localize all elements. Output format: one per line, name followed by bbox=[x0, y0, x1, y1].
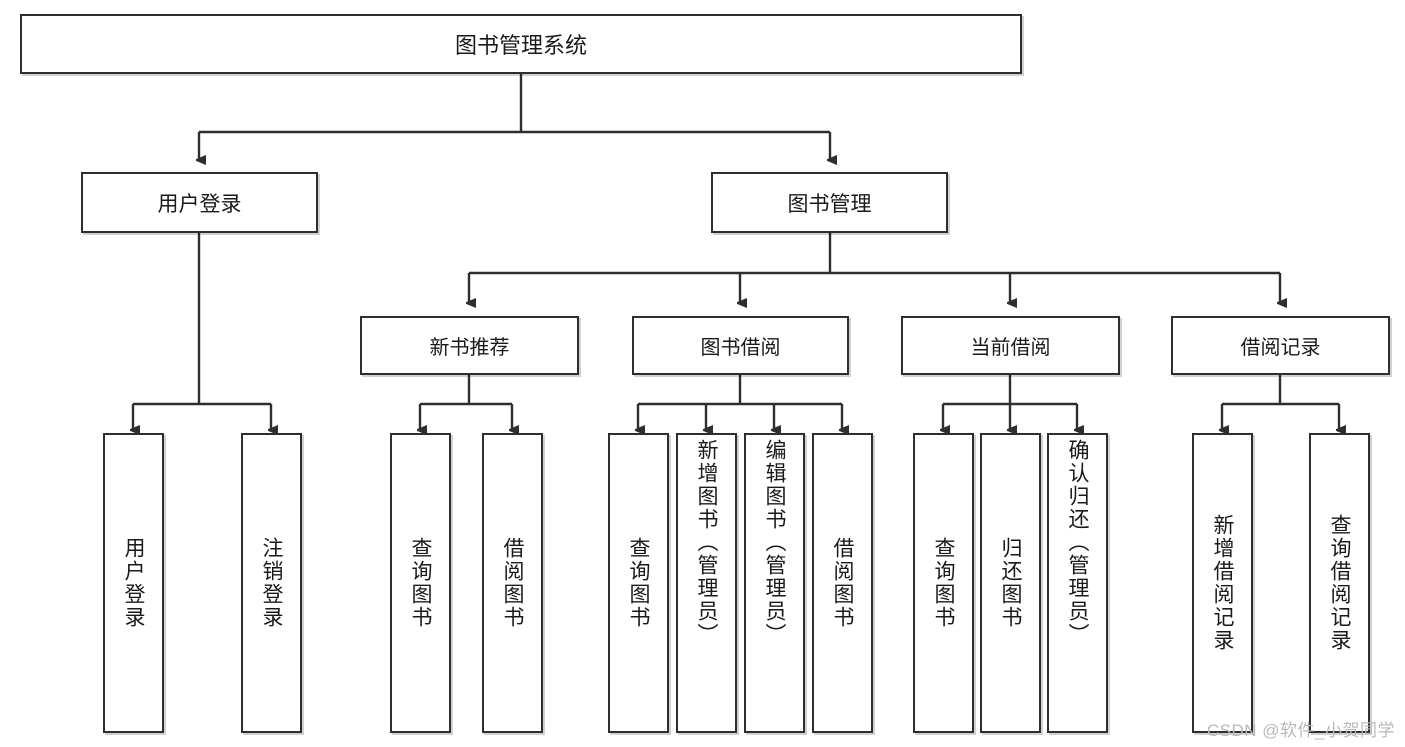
node-label: 借阅图书 bbox=[501, 537, 524, 629]
node-label: 用户登录 bbox=[157, 192, 242, 216]
node-leaf-return-book[interactable]: 归还图书 bbox=[980, 433, 1041, 733]
node-leaf-query-book-current[interactable]: 查询图书 bbox=[913, 433, 974, 733]
node-label: 归还图书 bbox=[999, 537, 1022, 629]
leaf-inner: 查询图书 bbox=[392, 435, 449, 731]
node-label: 查询图书 bbox=[627, 537, 650, 629]
node-book-borrow[interactable]: 图书借阅 bbox=[632, 316, 849, 375]
node-label: 注销登录 bbox=[260, 537, 283, 629]
node-label: 图书借阅 bbox=[700, 337, 781, 359]
leaf-inner: 编辑图书（管理员） bbox=[746, 435, 803, 735]
node-leaf-logout[interactable]: 注销登录 bbox=[241, 433, 302, 733]
node-label: 用户登录 bbox=[122, 537, 145, 629]
leaf-inner: 归还图书 bbox=[982, 435, 1039, 731]
node-label: 查询图书 bbox=[932, 537, 955, 629]
node-new-book-recommend[interactable]: 新书推荐 bbox=[360, 316, 579, 375]
node-leaf-add-book[interactable]: 新增图书（管理员） bbox=[676, 433, 737, 733]
node-label: 借阅记录 bbox=[1240, 337, 1321, 359]
node-label: 查询图书 bbox=[409, 537, 432, 629]
node-current-borrow[interactable]: 当前借阅 bbox=[901, 316, 1120, 375]
node-label: 查询借阅记录 bbox=[1328, 514, 1351, 652]
leaf-inner: 查询图书 bbox=[610, 435, 667, 731]
node-label: 编辑图书（管理员） bbox=[763, 439, 786, 646]
node-label: 图书管理系统 bbox=[454, 33, 587, 58]
csdn-watermark: CSDN @软件_小贺同学 bbox=[1206, 721, 1395, 740]
node-label: 新书推荐 bbox=[429, 337, 510, 359]
node-leaf-add-borrow-record[interactable]: 新增借阅记录 bbox=[1192, 433, 1253, 733]
node-label: 图书管理 bbox=[787, 192, 872, 216]
leaf-inner: 新增图书（管理员） bbox=[678, 435, 735, 735]
node-leaf-query-book-recommend[interactable]: 查询图书 bbox=[390, 433, 451, 733]
node-borrow-record[interactable]: 借阅记录 bbox=[1171, 316, 1390, 375]
leaf-inner: 确认归还（管理员） bbox=[1049, 435, 1106, 735]
leaf-inner: 借阅图书 bbox=[814, 435, 871, 731]
node-leaf-query-borrow-record[interactable]: 查询借阅记录 bbox=[1309, 433, 1370, 733]
node-label: 新增图书（管理员） bbox=[695, 439, 718, 646]
node-leaf-edit-book[interactable]: 编辑图书（管理员） bbox=[744, 433, 805, 733]
node-book-management[interactable]: 图书管理 bbox=[711, 172, 948, 233]
node-label: 借阅图书 bbox=[831, 537, 854, 629]
node-leaf-confirm-return[interactable]: 确认归还（管理员） bbox=[1047, 433, 1108, 733]
node-root-system[interactable]: 图书管理系统 bbox=[20, 14, 1022, 74]
node-leaf-borrow-book-recommend[interactable]: 借阅图书 bbox=[482, 433, 543, 733]
leaf-inner: 用户登录 bbox=[105, 435, 162, 731]
leaf-inner: 新增借阅记录 bbox=[1194, 435, 1251, 731]
node-user-login[interactable]: 用户登录 bbox=[81, 172, 318, 233]
leaf-inner: 注销登录 bbox=[243, 435, 300, 731]
node-label: 确认归还（管理员） bbox=[1066, 439, 1089, 646]
node-leaf-user-login[interactable]: 用户登录 bbox=[103, 433, 164, 733]
node-leaf-query-book-borrow[interactable]: 查询图书 bbox=[608, 433, 669, 733]
node-label: 新增借阅记录 bbox=[1211, 514, 1234, 652]
leaf-inner: 借阅图书 bbox=[484, 435, 541, 731]
node-leaf-borrow-book[interactable]: 借阅图书 bbox=[812, 433, 873, 733]
node-label: 当前借阅 bbox=[970, 337, 1051, 359]
leaf-inner: 查询借阅记录 bbox=[1311, 435, 1368, 731]
leaf-inner: 查询图书 bbox=[915, 435, 972, 731]
